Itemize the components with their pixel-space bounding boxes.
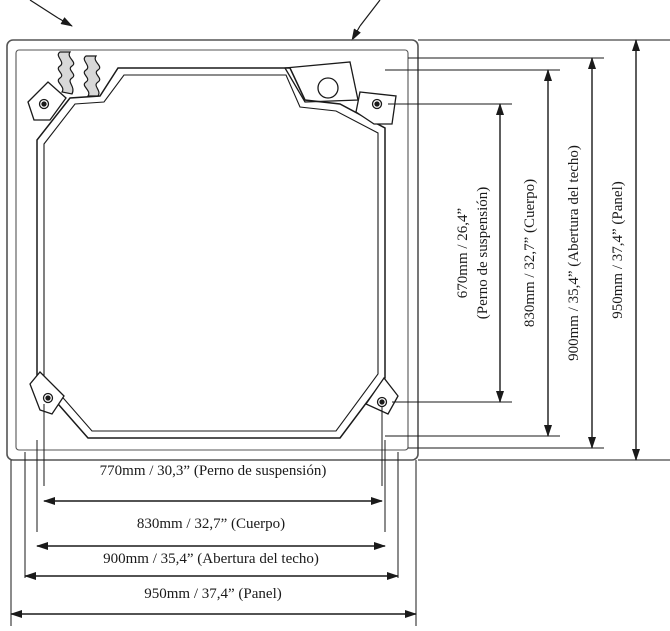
- dim-label-panel-depth: 950mm / 37,4” (Panel): [610, 181, 626, 318]
- vertical-extension-lines: [385, 39, 670, 461]
- dim-label-ceiling-opening-depth: 900mm / 35,4” (Abertura del techo): [566, 145, 582, 361]
- vertical-dimension-arrows: [496, 39, 640, 461]
- hanging-bracket-top-left: [27, 81, 67, 121]
- leader-line-right: [359, 0, 381, 27]
- panel-inner-edge: [15, 49, 409, 451]
- refrigerant-pipes: [57, 51, 101, 97]
- pipe-right-icon: [83, 55, 101, 97]
- leader-line-left: [29, 0, 59, 19]
- bolt-icon: [379, 399, 385, 405]
- dim-label-body-depth: 830mm / 32,7” (Cuerpo): [522, 179, 538, 327]
- dim-label-hanger-bolt-depth-value: 670mm / 26,4”: [455, 208, 471, 298]
- bracket-plate: [365, 376, 399, 415]
- unit-body-inner: [43, 74, 379, 432]
- horizontal-extension-lines: [10, 404, 417, 626]
- leader-arrow-right: [351, 25, 361, 41]
- panel-outer-edge: [6, 39, 419, 461]
- vertical-dimension-labels: 670mm / 26,4” (Perno de suspensión) 830m…: [455, 145, 626, 361]
- hanging-bracket-top-right: [355, 91, 397, 125]
- dim-label-body-width: 830mm / 32,7” (Cuerpo): [137, 516, 285, 532]
- horizontal-dimension-arrows: [10, 497, 417, 618]
- dim-label-panel-width: 950mm / 37,4” (Panel): [144, 586, 281, 602]
- leader-arrow-left: [57, 17, 73, 27]
- drain-port-circle-icon: [317, 77, 339, 99]
- dim-label-ceiling-opening-width: 900mm / 35,4” (Abertura del techo): [103, 551, 319, 567]
- hanging-bracket-bottom-left: [29, 371, 65, 415]
- dim-label-hanger-bolt-depth-caption: (Perno de suspensión): [475, 187, 491, 319]
- bolt-icon: [41, 101, 47, 107]
- pipe-left-icon: [57, 51, 75, 95]
- horizontal-dimension-labels: 770mm / 30,3” (Perno de suspensión) 830m…: [100, 463, 327, 602]
- dim-label-hanger-bolt-width: 770mm / 30,3” (Perno de suspensión): [100, 463, 327, 479]
- hanging-bracket-bottom-right: [365, 376, 399, 415]
- panel-outline: [6, 39, 419, 461]
- top-leader-lines: [29, 0, 381, 41]
- bolt-icon: [45, 395, 51, 401]
- unit-body-outline: [36, 67, 386, 439]
- bolt-icon: [374, 101, 380, 107]
